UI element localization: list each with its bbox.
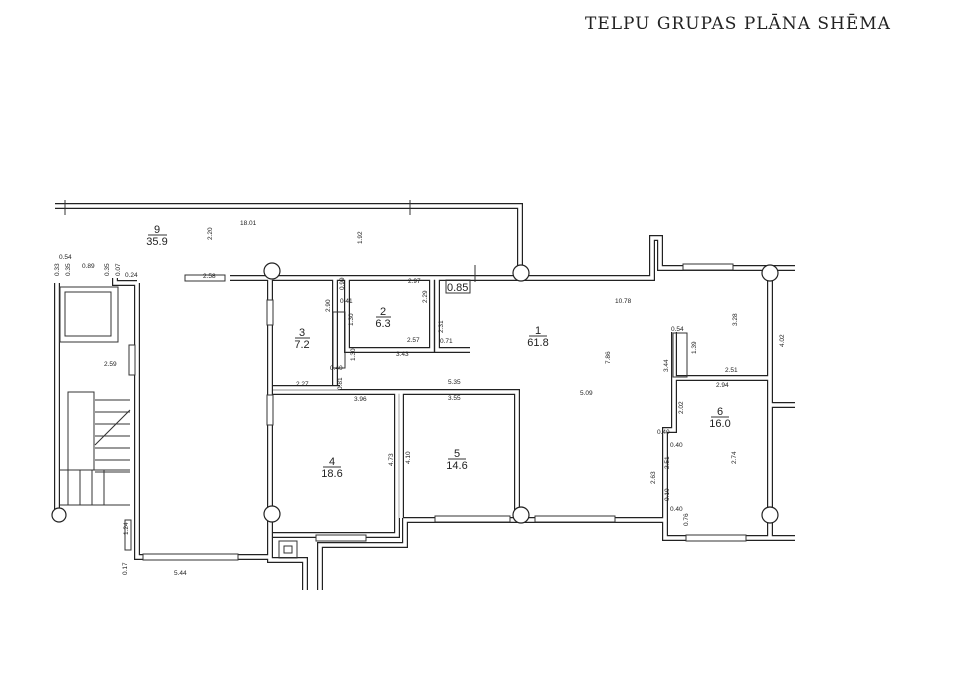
dimension-label: 0.35 — [104, 263, 111, 276]
dimension-label: 2.58 — [203, 273, 216, 280]
svg-text:35.9: 35.9 — [146, 236, 167, 248]
dimension-label: 3.44 — [663, 359, 670, 372]
dimension-label: 5.09 — [580, 390, 593, 397]
dimension-label: 2.97 — [408, 278, 421, 285]
dimension-label: 2.94 — [716, 382, 729, 389]
svg-text:18.6: 18.6 — [321, 468, 342, 480]
dimension-label: 0.17 — [122, 562, 129, 575]
dimension-label: 1.92 — [357, 231, 364, 244]
dimension-label: 1.30 — [350, 348, 357, 361]
svg-text:4: 4 — [329, 456, 335, 468]
columns — [51, 262, 779, 524]
dimension-label: 3.96 — [354, 396, 367, 403]
dimension-label: 2.90 — [325, 299, 332, 312]
dimension-label: 2.51 — [664, 456, 671, 469]
cupboard-room-1 — [672, 332, 688, 378]
dimension-label: 2.63 — [650, 471, 657, 484]
svg-text:16.0: 16.0 — [709, 418, 730, 430]
dimension-label: 0.10 — [664, 488, 671, 501]
dimension-label: 0.54 — [59, 254, 72, 261]
svg-text:5: 5 — [454, 448, 460, 460]
dimension-label: 2.02 — [678, 401, 685, 414]
staircase — [60, 391, 131, 506]
dimension-label: 0.99 — [339, 277, 346, 290]
room-2-label: 2 6.3 — [375, 306, 391, 330]
dimension-label: 2.74 — [731, 451, 738, 464]
room-5-label: 5 14.6 — [446, 448, 467, 472]
dimension-label: 4.02 — [779, 334, 786, 347]
dimension-label: 0.71 — [440, 338, 453, 345]
boxed-label: 0.85 — [445, 279, 471, 294]
dimension-label: 2.59 — [104, 361, 117, 368]
svg-text:0.85: 0.85 — [447, 282, 468, 294]
dimension-label: 2.57 — [407, 337, 420, 344]
dimension-label: 4.73 — [388, 453, 395, 466]
dimension-label: 1.24 — [123, 522, 130, 535]
room-4-label: 4 18.6 — [321, 456, 342, 480]
room-3-label: 3 7.2 — [294, 327, 310, 351]
dimension-label: 5.44 — [174, 570, 187, 577]
windows — [124, 263, 747, 561]
dimension-label: 0.89 — [82, 263, 95, 270]
svg-text:9: 9 — [154, 224, 160, 236]
svg-text:6: 6 — [717, 406, 723, 418]
dimension-label: 0.40 — [330, 365, 343, 372]
dimension-label: 0.33 — [54, 263, 61, 276]
corridor-ticks — [64, 200, 476, 282]
dimension-label: 18.01 — [240, 220, 257, 227]
dimension-label: 2.31 — [438, 320, 445, 333]
dimension-label: 0.81 — [337, 377, 344, 390]
svg-text:1: 1 — [535, 325, 541, 337]
dimension-label: 0.24 — [125, 272, 138, 279]
svg-text:2: 2 — [380, 306, 386, 318]
dimension-label: 2.51 — [725, 367, 738, 374]
dimension-label: 1.30 — [348, 313, 355, 326]
elevator-shaft — [59, 286, 119, 343]
room-9-label: 9 35.9 — [146, 224, 167, 248]
svg-text:7.2: 7.2 — [294, 339, 309, 351]
dimension-label: 3.28 — [732, 313, 739, 326]
dimension-label: 0.41 — [340, 298, 353, 305]
svg-text:3: 3 — [299, 327, 305, 339]
dimension-label: 0.40 — [670, 506, 683, 513]
dimension-label: 10.78 — [615, 298, 632, 305]
dimension-label: 4.10 — [405, 451, 412, 464]
svg-text:14.6: 14.6 — [446, 460, 467, 472]
plan-title: TELPU GRUPAS PLĀNA SHĒMA — [585, 13, 891, 34]
dimension-label: 0.40 — [670, 442, 683, 449]
dimension-label: 2.27 — [296, 381, 309, 388]
dimension-label: 2.20 — [207, 227, 214, 240]
dimension-label: 0.35 — [65, 263, 72, 276]
dimension-label: 0.76 — [683, 513, 690, 526]
dimension-label: 3.55 — [448, 395, 461, 402]
room-1-label: 1 61.8 — [527, 325, 548, 349]
dimension-label: 7.86 — [605, 351, 612, 364]
cupboard-room-3 — [332, 311, 346, 369]
dimension-label: 5.35 — [448, 379, 461, 386]
dimension-label: 0.07 — [115, 263, 122, 276]
svg-text:61.8: 61.8 — [527, 337, 548, 349]
dimension-label: 1.39 — [691, 341, 698, 354]
dimension-label: 2.29 — [422, 290, 429, 303]
chimney-icon — [278, 540, 298, 559]
room-6-label: 6 16.0 — [709, 406, 730, 430]
dimension-label: 0.54 — [671, 326, 684, 333]
dimension-label: 0.40 — [657, 429, 670, 436]
svg-text:6.3: 6.3 — [375, 318, 390, 330]
dimension-label: 3.43 — [396, 351, 409, 358]
